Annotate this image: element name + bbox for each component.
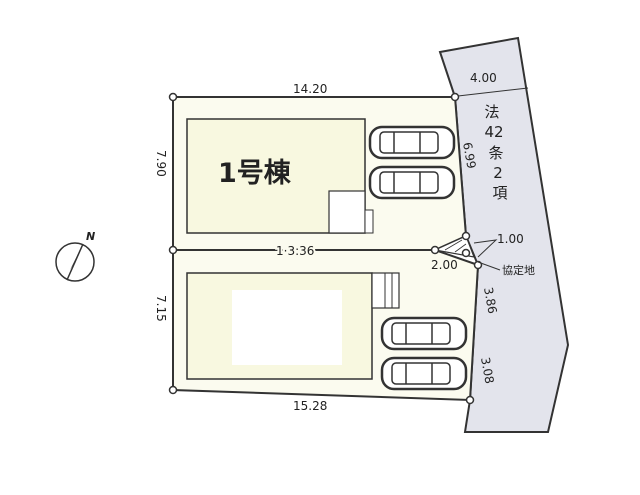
- dim-right-mid: 3.86: [481, 286, 499, 315]
- building-1: [186, 118, 374, 234]
- boundary-marker: [465, 395, 475, 405]
- svg-text:条: 条: [488, 144, 503, 162]
- svg-text:2: 2: [493, 164, 503, 182]
- parked-car-icon: [380, 356, 468, 391]
- dim-left-upper: 7.90: [154, 150, 168, 177]
- boundary-marker: [450, 92, 460, 102]
- svg-text:42: 42: [484, 123, 503, 141]
- boundary-marker: [461, 231, 471, 241]
- boundary-agreement-label: 協定地: [502, 263, 535, 277]
- parked-car-icon: [368, 125, 456, 160]
- boundary-marker: [168, 92, 178, 102]
- north-compass-icon: N: [55, 230, 95, 282]
- building-1-label: 1号棟: [218, 158, 292, 189]
- svg-text:N: N: [86, 230, 95, 243]
- svg-text:項: 項: [492, 184, 507, 202]
- dim-road-width: 4.00: [470, 71, 497, 85]
- boundary-marker: [168, 385, 178, 395]
- building-2: [186, 272, 400, 380]
- dim-right-lower: 3.08: [478, 356, 496, 385]
- boundary-marker: [430, 245, 440, 255]
- dim-right-upper: 6.99: [460, 141, 478, 170]
- boundary-marker: [473, 260, 483, 270]
- road-label: 法 42 条 2 項: [484, 103, 507, 202]
- dim-left-lower: 7.15: [154, 295, 168, 322]
- dim-top: 14.20: [293, 82, 327, 96]
- boundary-marker: [461, 248, 471, 258]
- svg-text:法: 法: [484, 103, 499, 121]
- boundary-marker: [168, 245, 178, 255]
- dim-bottom: 15.28: [293, 399, 327, 413]
- parked-car-icon: [380, 316, 468, 351]
- dim-corner-b: 2.00: [431, 258, 458, 272]
- parked-car-icon: [368, 165, 456, 200]
- dim-middle: 1·3:36: [276, 244, 314, 258]
- dim-corner-a: 1.00: [497, 232, 524, 246]
